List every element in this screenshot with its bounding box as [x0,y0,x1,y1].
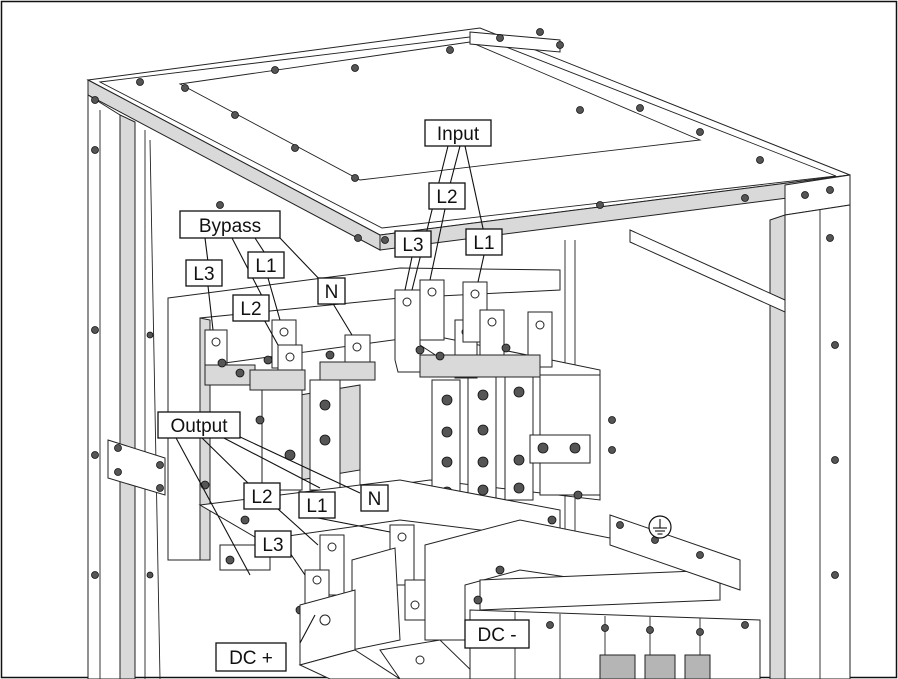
svg-text:N: N [368,489,382,510]
svg-text:L3: L3 [402,235,423,256]
label-bypass-l3: L3 [185,259,223,287]
protective-earth-icon [648,515,672,539]
bypass-terminals [204,319,376,391]
label-output-l1: L1 [298,491,336,519]
busbar-assembly [167,267,761,679]
label-bypass: Bypass [179,210,281,239]
label-bypass-n: N [317,277,346,305]
svg-text:Bypass: Bypass [199,216,261,237]
svg-text:L2: L2 [436,187,457,208]
label-output: Output [157,411,241,439]
label-dc-minus: DC - [464,619,530,649]
label-input: Input [424,119,492,147]
callout-labels: Input L2 L3 L1 Bypass L3 L1 L2 [157,119,530,672]
svg-text:L1: L1 [255,256,276,277]
svg-text:L3: L3 [193,264,214,285]
lid-screws [91,28,839,579]
label-input-l2: L2 [428,182,466,210]
svg-text:N: N [325,282,339,303]
label-output-l3: L3 [254,530,292,558]
svg-text:Input: Input [437,124,480,145]
label-bypass-l1: L1 [247,251,285,279]
svg-text:L2: L2 [251,487,272,508]
svg-text:L2: L2 [240,299,261,320]
svg-text:DC -: DC - [477,625,516,646]
input-terminals [394,279,553,379]
label-input-l3: L3 [394,230,432,258]
svg-text:DC +: DC + [229,648,273,669]
label-dc-plus: DC + [215,642,287,672]
label-bypass-l2: L2 [232,294,270,322]
svg-text:L3: L3 [262,535,283,556]
svg-text:Output: Output [170,416,228,437]
label-output-n: N [360,484,389,512]
label-input-l1: L1 [465,228,503,256]
svg-text:L1: L1 [306,496,327,517]
label-output-l2: L2 [243,482,281,510]
svg-text:L1: L1 [473,233,494,254]
dc-terminals [298,514,761,679]
